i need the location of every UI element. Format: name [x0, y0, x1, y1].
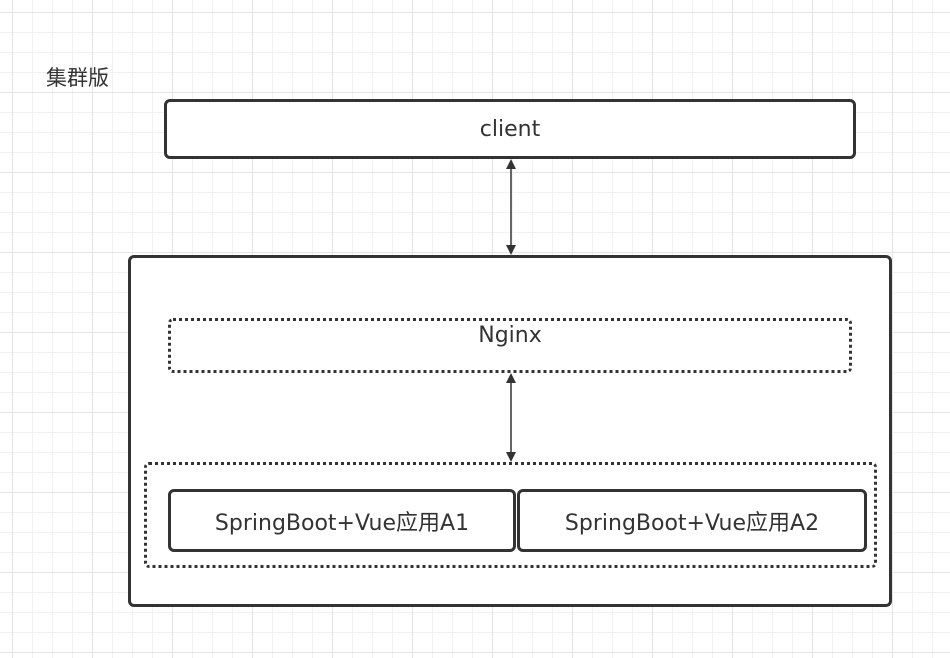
diagram-title: 集群版: [46, 66, 109, 90]
app-cluster-group[interactable]: [144, 462, 877, 568]
app-a1-node[interactable]: SpringBoot+Vue应用A1: [168, 489, 516, 552]
client-node[interactable]: client: [164, 99, 856, 159]
nginx-node[interactable]: Nginx: [168, 318, 852, 373]
app-a2-node[interactable]: SpringBoot+Vue应用A2: [517, 489, 867, 552]
